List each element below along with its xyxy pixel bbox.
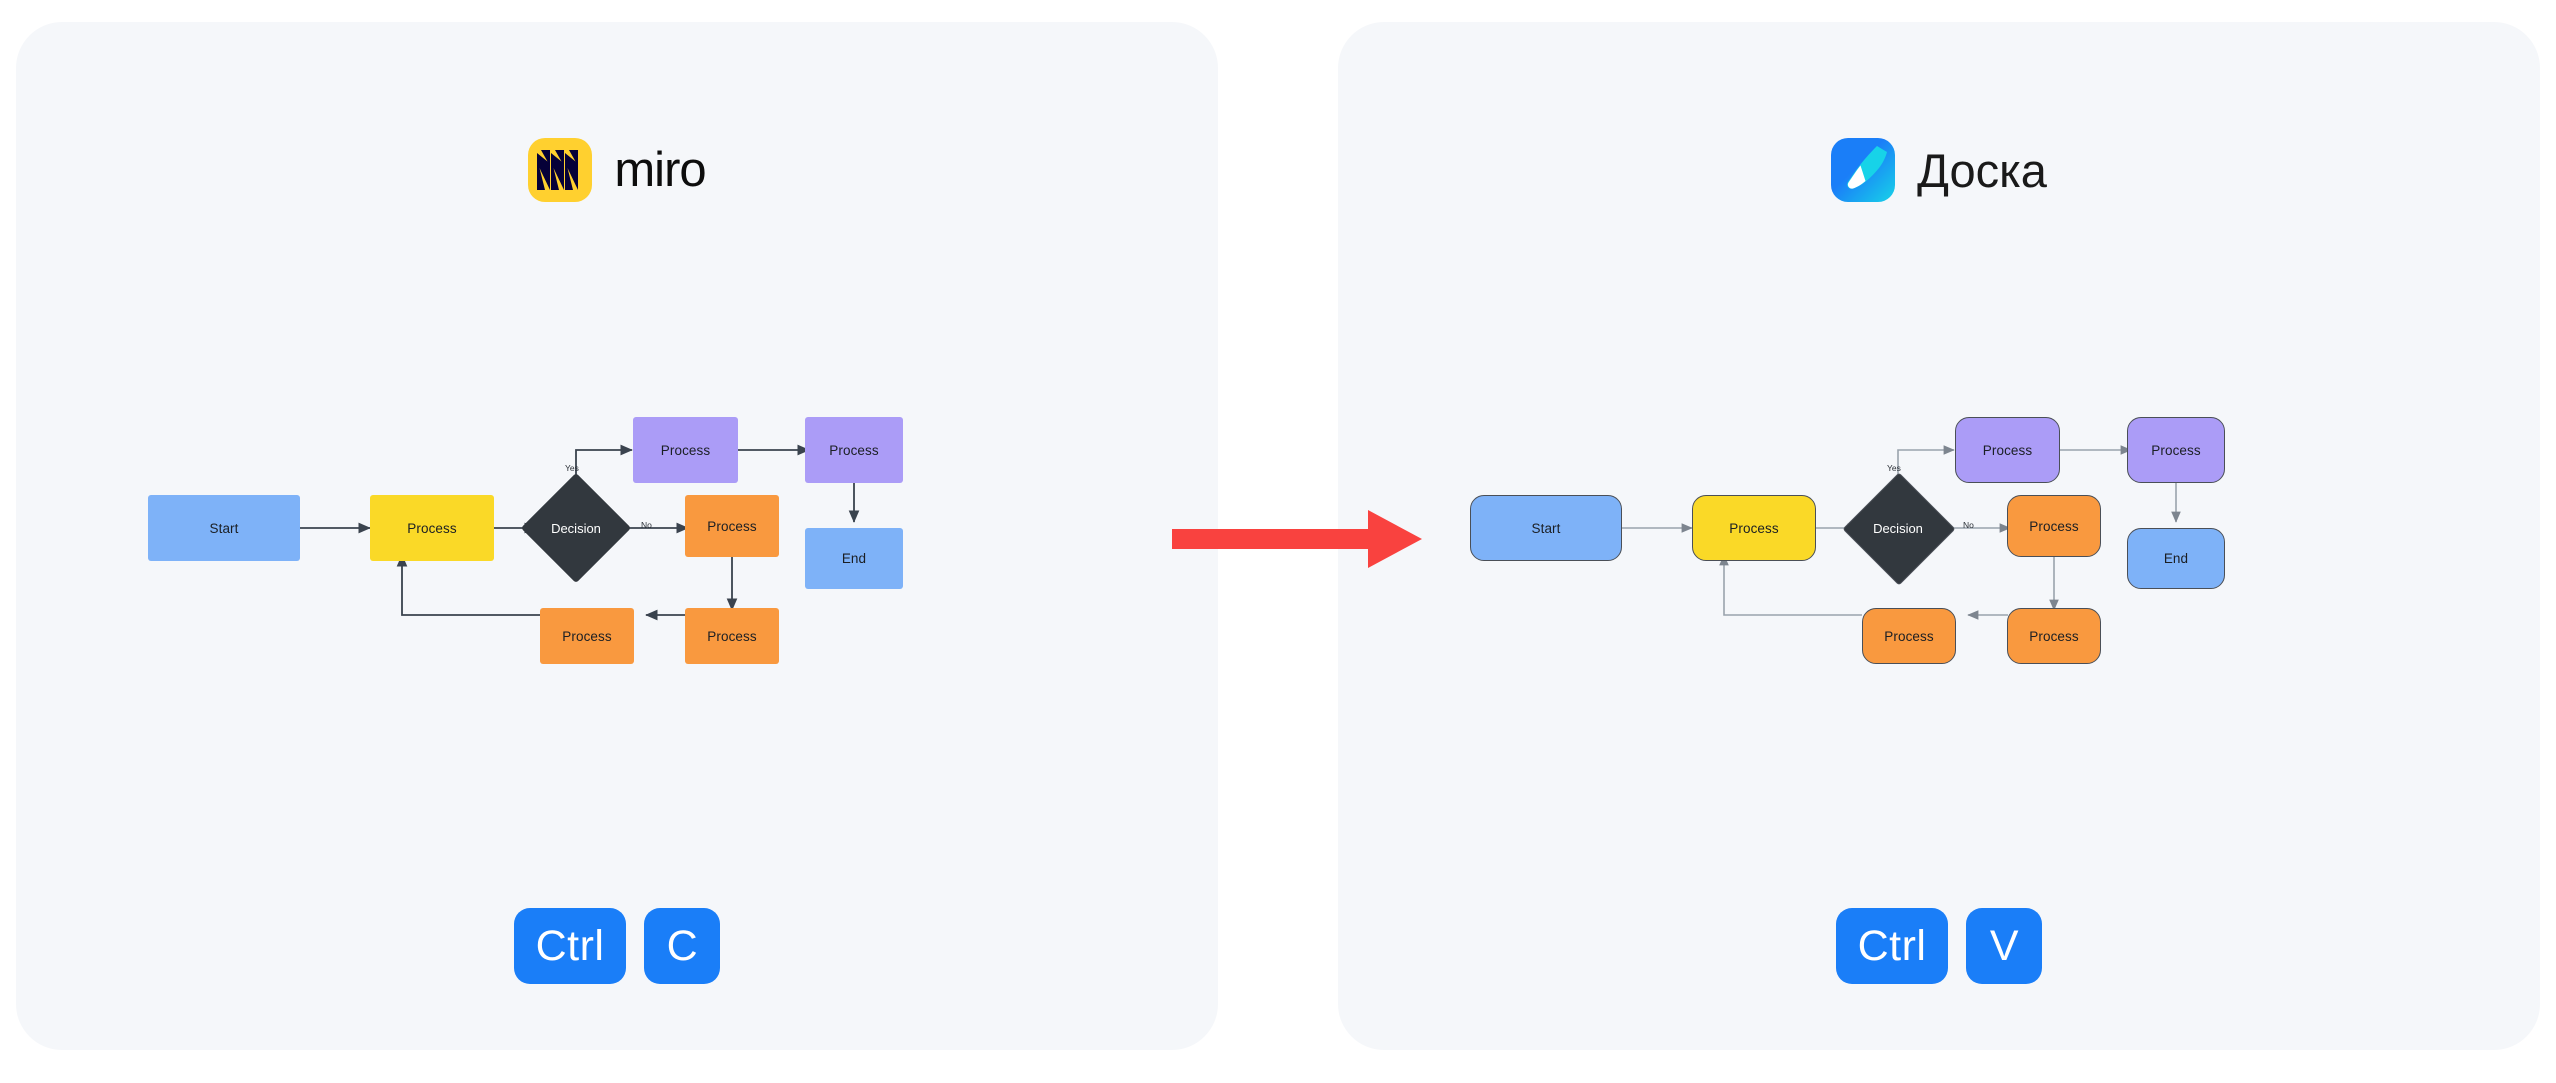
node-process-1[interactable]: Process <box>370 495 494 561</box>
shortcut-copy: Ctrl C <box>16 908 1218 984</box>
node-end[interactable]: End <box>805 528 903 589</box>
edge-label-no: No <box>1963 520 1974 530</box>
doska-logo-icon <box>1831 138 1896 202</box>
shortcut-paste: Ctrl V <box>1338 908 2540 984</box>
node-label: Process <box>1729 520 1779 536</box>
node-process-yes-1[interactable]: Process <box>633 417 738 483</box>
node-label: Process <box>1982 442 2033 458</box>
miro-wordmark: miro <box>614 142 706 197</box>
node-process-yes-1[interactable]: Process <box>1955 417 2060 483</box>
source-panel-miro: miro <box>16 22 1218 1050</box>
node-process-no-2[interactable]: Process <box>685 608 779 664</box>
flowchart-target: Start Process Decision Process Process E… <box>1338 342 2540 762</box>
key-c[interactable]: C <box>644 908 721 984</box>
node-label: End <box>2163 551 2189 566</box>
node-process-no-3[interactable]: Process <box>1862 608 1956 664</box>
doska-brand-header: Доска <box>1338 130 2540 210</box>
miro-brand-header: miro <box>16 130 1218 210</box>
node-process-no-1[interactable]: Process <box>2007 495 2101 557</box>
node-label: Process <box>707 628 757 644</box>
key-ctrl[interactable]: Ctrl <box>1835 908 1949 984</box>
node-label: Start <box>209 520 239 536</box>
node-start[interactable]: Start <box>1470 495 1622 561</box>
edge-label-no: No <box>641 520 652 530</box>
edge-label-yes: Yes <box>565 463 579 473</box>
node-label: Process <box>660 442 711 458</box>
node-label: Process <box>707 518 757 534</box>
node-label: Process <box>2029 628 2079 644</box>
node-process-no-3[interactable]: Process <box>540 608 634 664</box>
key-v[interactable]: V <box>1966 908 2043 984</box>
node-process-yes-2[interactable]: Process <box>2127 417 2225 483</box>
key-ctrl[interactable]: Ctrl <box>513 908 627 984</box>
node-process-1[interactable]: Process <box>1692 495 1816 561</box>
node-process-yes-2[interactable]: Process <box>805 417 903 483</box>
node-end[interactable]: End <box>2127 528 2225 589</box>
target-panel-doska: Доска <box>1338 22 2540 1050</box>
node-label: Process <box>407 520 457 536</box>
node-process-no-2[interactable]: Process <box>2007 608 2101 664</box>
node-label: Process <box>2151 442 2201 458</box>
node-label: Start <box>1531 520 1561 536</box>
node-label: Process <box>829 442 879 458</box>
node-label: Process <box>1884 628 1934 644</box>
node-label: End <box>841 551 867 566</box>
node-label: Process <box>562 628 612 644</box>
flowchart-source: Start Process Decision Process Process E… <box>16 342 1218 762</box>
node-label: Process <box>2029 518 2079 534</box>
doska-wordmark: Доска <box>1917 143 2047 197</box>
right-arrow-icon <box>1172 508 1422 570</box>
node-process-no-1[interactable]: Process <box>685 495 779 557</box>
node-start[interactable]: Start <box>148 495 300 561</box>
miro-logo-icon <box>528 138 593 202</box>
edge-label-yes: Yes <box>1887 463 1901 473</box>
